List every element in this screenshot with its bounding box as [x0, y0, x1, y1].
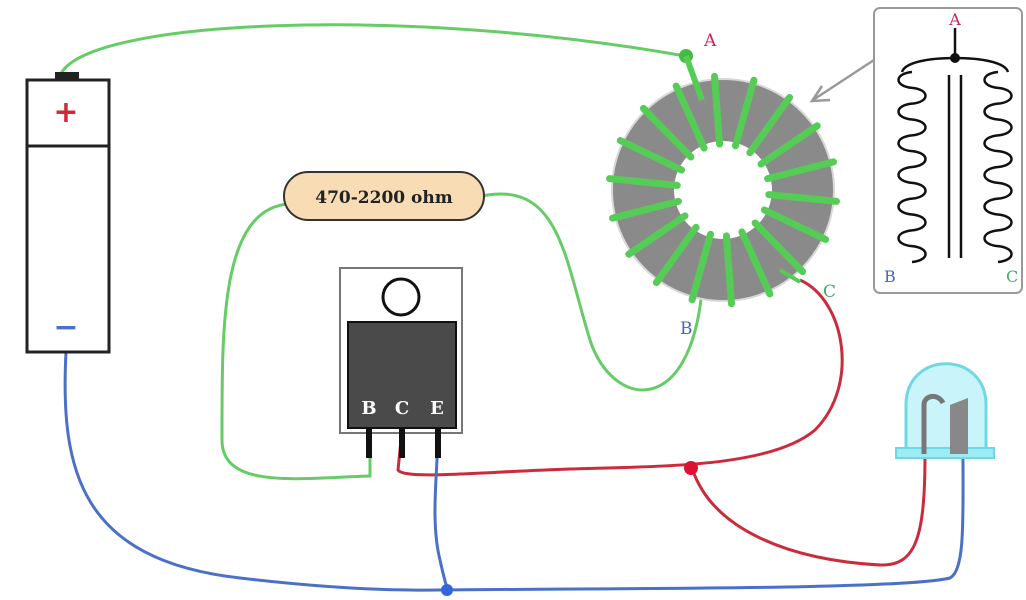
battery-minus-label: − — [53, 310, 78, 345]
toroid-winding — [746, 93, 794, 157]
transistor — [339, 267, 463, 458]
toroid-winding — [731, 76, 758, 150]
resistor-label: 470-2200 ohm — [315, 188, 452, 208]
toroid-winding — [652, 223, 700, 287]
inset-label-a: A — [948, 10, 961, 29]
toroid-winding — [738, 228, 774, 298]
toroid-winding — [757, 122, 821, 168]
transistor-pin-e: E — [430, 398, 444, 419]
toroid-terminal-c: C — [823, 282, 836, 302]
inset-schematic — [873, 7, 1023, 294]
toroid-winding — [639, 104, 695, 161]
toroid-terminal-a: A — [703, 31, 717, 51]
battery-plus-label: + — [53, 95, 78, 130]
toroid-terminal-b: B — [680, 319, 693, 339]
toroid-winding — [711, 72, 724, 148]
wire-c-to-collector — [396, 278, 844, 477]
transistor-pin-b: B — [361, 398, 376, 419]
led — [895, 362, 995, 459]
inset-pointer-arrow — [809, 58, 875, 103]
inset-label-c: C — [1006, 267, 1018, 286]
wire-emitter — [433, 429, 450, 591]
wire-resistor-to-b — [481, 192, 704, 392]
toroid-winding — [672, 82, 708, 152]
junction-blue-dot — [441, 584, 453, 596]
toroid-winding — [609, 197, 682, 222]
battery — [25, 72, 111, 354]
toroid-winding — [765, 191, 840, 205]
wire-resistor-to-base — [220, 202, 372, 481]
toroid-winding — [625, 212, 689, 258]
toroid-winding — [606, 175, 681, 189]
wire-junction-to-led — [690, 454, 927, 567]
toroid-coil — [606, 54, 840, 308]
toroid-winding — [616, 137, 686, 174]
transistor-pin-c: C — [395, 398, 409, 419]
toroid-winding — [751, 219, 807, 276]
inset-label-b: B — [884, 267, 896, 286]
resistor — [283, 171, 485, 221]
toroid-winding — [688, 230, 715, 304]
junction-red-dot — [684, 461, 698, 475]
toroid-winding — [764, 158, 837, 183]
toroid-winding — [760, 206, 830, 243]
wire-battery-to-a — [58, 23, 686, 77]
toroid-winding — [722, 232, 735, 308]
